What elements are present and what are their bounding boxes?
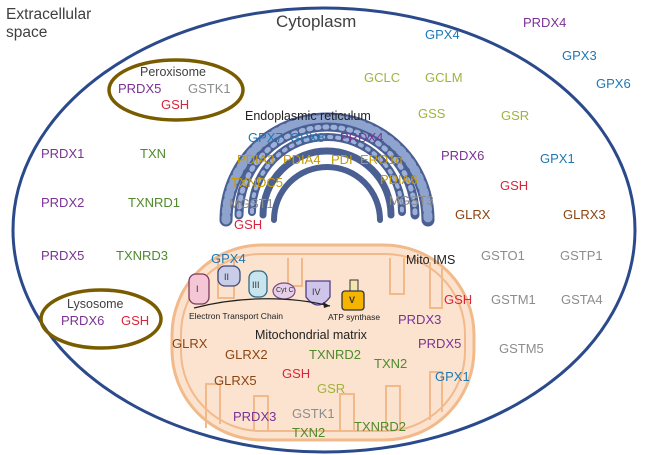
protein-gpx4-cytoplasm: GPX4 [425, 27, 460, 42]
complex-v-stalk [349, 279, 359, 293]
protein-gpx1-cytoplasm: GPX1 [540, 151, 575, 166]
protein-gsh-peroxisome: GSH [161, 97, 190, 112]
protein-prdx5-cytoplasm: PRDX5 [41, 248, 85, 263]
protein-glrx2: GLRX2 [225, 347, 268, 362]
protein-gsta4: GSTA4 [561, 292, 603, 307]
protein-gclm: GCLM [425, 70, 463, 85]
etc-arrow [193, 298, 331, 309]
atp-synthase-label: ATP synthase [328, 312, 381, 322]
protein-txn2-bottom: TXN2 [292, 425, 326, 440]
protein-txnrd2-bottom: TXNRD2 [354, 419, 407, 434]
peroxisome-label: Peroxisome [140, 65, 206, 79]
protein-gsh-mito-ims: GSH [444, 292, 473, 307]
protein-txn: TXN [140, 146, 166, 161]
protein-pdia4: PDIA4 [283, 152, 321, 167]
protein-gpx4-mito: GPX4 [211, 251, 246, 266]
protein-gstp1: GSTP1 [560, 248, 603, 263]
etc-chain-label: Electron Transport Chain [189, 311, 284, 321]
er-cisternae [219, 112, 435, 227]
complex-i-label: I [196, 284, 199, 294]
protein-prdx4-extracellular: PRDX4 [523, 15, 567, 30]
complex-iii-label: III [252, 280, 260, 290]
protein-glrx-mito: GLRX [172, 336, 208, 351]
protein-gstk1-mito: GSTK1 [292, 406, 335, 421]
protein-ero1a: ERO1α [360, 152, 403, 167]
protein-prdx4-er: PRDX4 [340, 130, 384, 145]
protein-txnrd2: TXNRD2 [309, 347, 362, 362]
protein-gsh-mito-matrix: GSH [282, 366, 311, 381]
peroxisome-membrane [107, 58, 245, 122]
protein-glrx-cytoplasm: GLRX [455, 207, 491, 222]
cytc-label: Cyt C [276, 287, 294, 294]
cell-membrane [11, 6, 637, 454]
protein-gsh-cytoplasm: GSH [500, 178, 529, 193]
complex-iv [305, 280, 331, 306]
mito-inner-membrane [180, 253, 466, 432]
cytoplasm-label: Cytoplasm [276, 12, 357, 31]
complex-i [188, 273, 210, 305]
protein-gsr-cytoplasm: GSR [501, 108, 530, 123]
protein-prdx3-matrix: PRDX3 [233, 409, 277, 424]
protein-mgst1: MGST1 [229, 196, 274, 211]
er-label: Endoplasmic reticulum [245, 109, 371, 123]
mitochondrion [170, 243, 476, 442]
protein-gss: GSS [418, 106, 446, 121]
protein-prdx3-ims: PRDX3 [398, 312, 442, 327]
protein-prdx1: PRDX1 [41, 146, 85, 161]
protein-glrx3: GLRX3 [563, 207, 606, 222]
protein-gstk1-peroxisome: GSTK1 [188, 81, 231, 96]
protein-prdx5-peroxisome: PRDX5 [118, 81, 162, 96]
protein-prdx6-lysosome: PRDX6 [61, 313, 105, 328]
protein-gpx6: GPX6 [596, 76, 631, 91]
protein-txndc5: TXNDC5 [231, 175, 284, 190]
protein-gstm1: GSTM1 [491, 292, 536, 307]
protein-txn2: TXN2 [374, 356, 408, 371]
protein-txnrd3: TXNRD3 [116, 248, 169, 263]
protein-pdi: PDI [331, 152, 353, 167]
protein-gpx3: GPX3 [562, 48, 597, 63]
complex-ii [217, 265, 241, 287]
protein-gsh-er: GSH [234, 217, 263, 232]
protein-mgst3: MGST3 [389, 193, 434, 208]
protein-prdx6-cytoplasm: PRDX6 [441, 148, 485, 163]
protein-txnrd1: TXNRD1 [128, 195, 181, 210]
protein-pdia3: PDIA3 [237, 152, 275, 167]
protein-gsh-lysosome: GSH [121, 313, 150, 328]
protein-prdx5-mito: PRDX5 [418, 336, 462, 351]
lysosome-label: Lysosome [67, 297, 124, 311]
protein-gsto1: GSTO1 [481, 248, 525, 263]
mito-ims-label: Mito IMS [406, 253, 456, 267]
protein-gstm5: GSTM5 [499, 341, 544, 356]
lysosome-membrane [39, 288, 163, 350]
mito-matrix-label: Mitochondrial matrix [255, 328, 367, 342]
complex-v-label: V [349, 295, 356, 305]
extracellular-space-label: Extracellular space [6, 6, 92, 41]
complex-v [341, 290, 365, 311]
complex-iv-label: IV [312, 287, 321, 297]
complex-iii [248, 270, 268, 298]
protein-gpx1-mito: GPX1 [435, 369, 470, 384]
protein-glrx5: GLRX5 [214, 373, 257, 388]
protein-gpx8: GPX8 [290, 130, 325, 145]
protein-gpx7: GPX7 [248, 130, 283, 145]
protein-pdia6: PDIA6 [380, 172, 418, 187]
protein-gsr-mito: GSR [317, 381, 346, 396]
complex-ii-label: II [224, 272, 230, 282]
etc-complexes [188, 265, 365, 311]
protein-gclc: GCLC [364, 70, 401, 85]
protein-prdx2: PRDX2 [41, 195, 85, 210]
